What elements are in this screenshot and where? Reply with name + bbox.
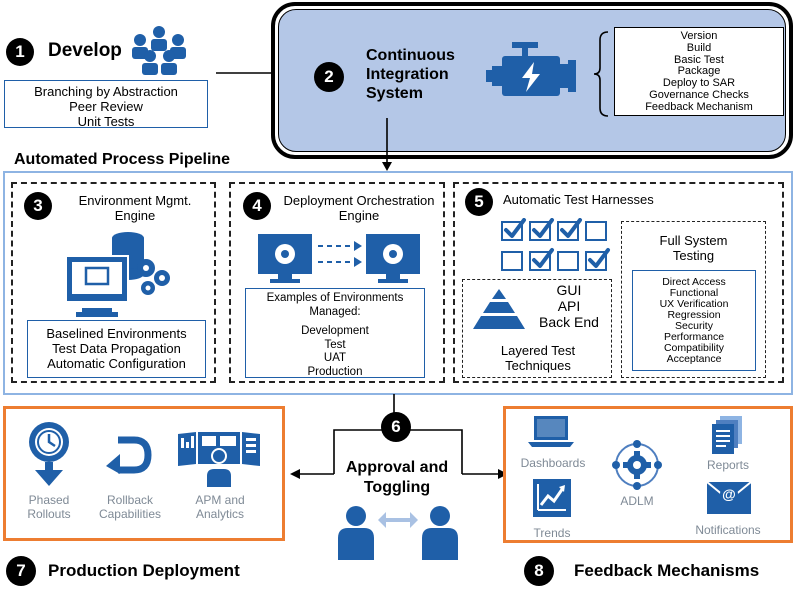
full-system-item: Compatibility bbox=[663, 342, 725, 354]
adlm-gear-icon bbox=[612, 440, 662, 490]
full-system-item: Regression bbox=[667, 309, 721, 321]
reports-label: Reports bbox=[706, 458, 750, 472]
step-8-badge: 8 bbox=[524, 556, 554, 586]
test-layer: Back End bbox=[539, 314, 599, 330]
deployment-orchestration-title: Deployment Orchestration Engine bbox=[283, 193, 435, 223]
step-7-badge: 7 bbox=[6, 556, 36, 586]
production-deployment-title: Production Deployment bbox=[48, 561, 240, 580]
adlm-label: ADLM bbox=[620, 494, 654, 508]
test-layer: API bbox=[557, 298, 581, 314]
full-system-item: UX Verification bbox=[659, 298, 729, 310]
step-3-badge: 3 bbox=[24, 192, 52, 220]
ci-steps-brace bbox=[593, 31, 609, 117]
server-config-icon bbox=[65, 232, 170, 317]
step-1-badge: 1 bbox=[6, 38, 34, 66]
analytics-dashboard-icon bbox=[178, 432, 260, 488]
ci-step: Basic Test bbox=[674, 53, 724, 66]
trends-label: Trends bbox=[533, 526, 571, 540]
environment-item: Test bbox=[324, 338, 346, 351]
trends-chart-icon bbox=[533, 479, 571, 517]
step-2-badge: 2 bbox=[314, 62, 344, 92]
environment-item: Production bbox=[307, 365, 363, 378]
phased-rollouts-label: Phased Rollouts bbox=[27, 493, 71, 521]
env-mgmt-title: Environment Mgmt. Engine bbox=[78, 193, 192, 223]
engine-icon bbox=[486, 42, 576, 96]
test-layer: GUI bbox=[556, 282, 582, 298]
team-icon bbox=[132, 26, 186, 75]
step-6-badge: 6 bbox=[381, 412, 411, 442]
env-mgmt-item: Baselined Environments bbox=[46, 326, 187, 341]
env-mgmt-item: Test Data Propagation bbox=[52, 341, 181, 356]
test-harnesses-title: Automatic Test Harnesses bbox=[503, 192, 654, 207]
apm-analytics-label: APM and Analytics bbox=[195, 493, 245, 521]
env-mgmt-item: Automatic Configuration bbox=[47, 356, 186, 371]
ci-step: Version bbox=[680, 30, 718, 42]
test-layers-list: GUI API Back End bbox=[534, 282, 604, 330]
environment-item: UAT bbox=[323, 352, 347, 364]
rollback-arrow-icon bbox=[106, 436, 152, 474]
ci-steps-box: Version Build Basic Test Package Deploy … bbox=[614, 27, 784, 116]
full-system-item: Acceptance bbox=[666, 353, 722, 365]
full-system-tests-box: Direct Access Functional UX Verification… bbox=[632, 270, 756, 371]
develop-item: Unit Tests bbox=[77, 114, 135, 129]
ci-step: Build bbox=[686, 41, 712, 54]
step-5-badge: 5 bbox=[465, 188, 493, 216]
approval-title: Approval and Toggling bbox=[345, 459, 449, 496]
step-4-badge: 4 bbox=[243, 192, 271, 220]
laptop-icon bbox=[528, 416, 574, 447]
develop-practices-box: Branching by Abstraction Peer Review Uni… bbox=[4, 80, 208, 129]
documents-icon bbox=[712, 416, 742, 454]
handoff-people-icon bbox=[338, 506, 458, 560]
ci-step: Package bbox=[677, 65, 721, 78]
develop-item: Branching by Abstraction bbox=[34, 84, 178, 99]
full-system-testing-title: Full System Testing bbox=[659, 233, 728, 263]
svg-text:@: @ bbox=[722, 486, 736, 502]
ci-step: Deploy to SAR bbox=[662, 77, 736, 90]
notifications-label: Notifications bbox=[695, 523, 761, 537]
full-system-item: Functional bbox=[669, 287, 719, 299]
feedback-mechanisms-title: Feedback Mechanisms bbox=[574, 561, 760, 580]
layered-test-caption: Layered Test Techniques bbox=[500, 343, 576, 373]
develop-item: Peer Review bbox=[69, 99, 143, 114]
env-mgmt-capabilities-box: Baselined Environments Test Data Propaga… bbox=[27, 320, 206, 378]
clock-pin-icon bbox=[29, 422, 69, 486]
full-system-item: Direct Access bbox=[662, 276, 726, 288]
environments-managed-box: Examples of Environments Managed: Develo… bbox=[245, 288, 425, 378]
ci-to-pipeline-arrow bbox=[382, 118, 392, 171]
ci-step: Governance Checks bbox=[649, 88, 749, 101]
email-icon: @ bbox=[706, 481, 752, 514]
ci-title: Continuous Integration System bbox=[366, 47, 455, 102]
pipeline-title: Automated Process Pipeline bbox=[14, 151, 231, 168]
environment-item: Development bbox=[301, 325, 369, 337]
dashboards-label: Dashboards bbox=[520, 456, 586, 470]
deploy-monitors-icon bbox=[258, 234, 420, 283]
full-system-item: Security bbox=[675, 320, 713, 332]
develop-title: Develop bbox=[48, 40, 122, 61]
rollback-capabilities-label: Rollback Capabilities bbox=[98, 493, 162, 521]
ci-step: Feedback Mechanism bbox=[645, 100, 753, 113]
pyramid-icon bbox=[473, 289, 525, 329]
full-system-item: Performance bbox=[663, 331, 725, 343]
checklist-grid-icon bbox=[501, 218, 610, 271]
